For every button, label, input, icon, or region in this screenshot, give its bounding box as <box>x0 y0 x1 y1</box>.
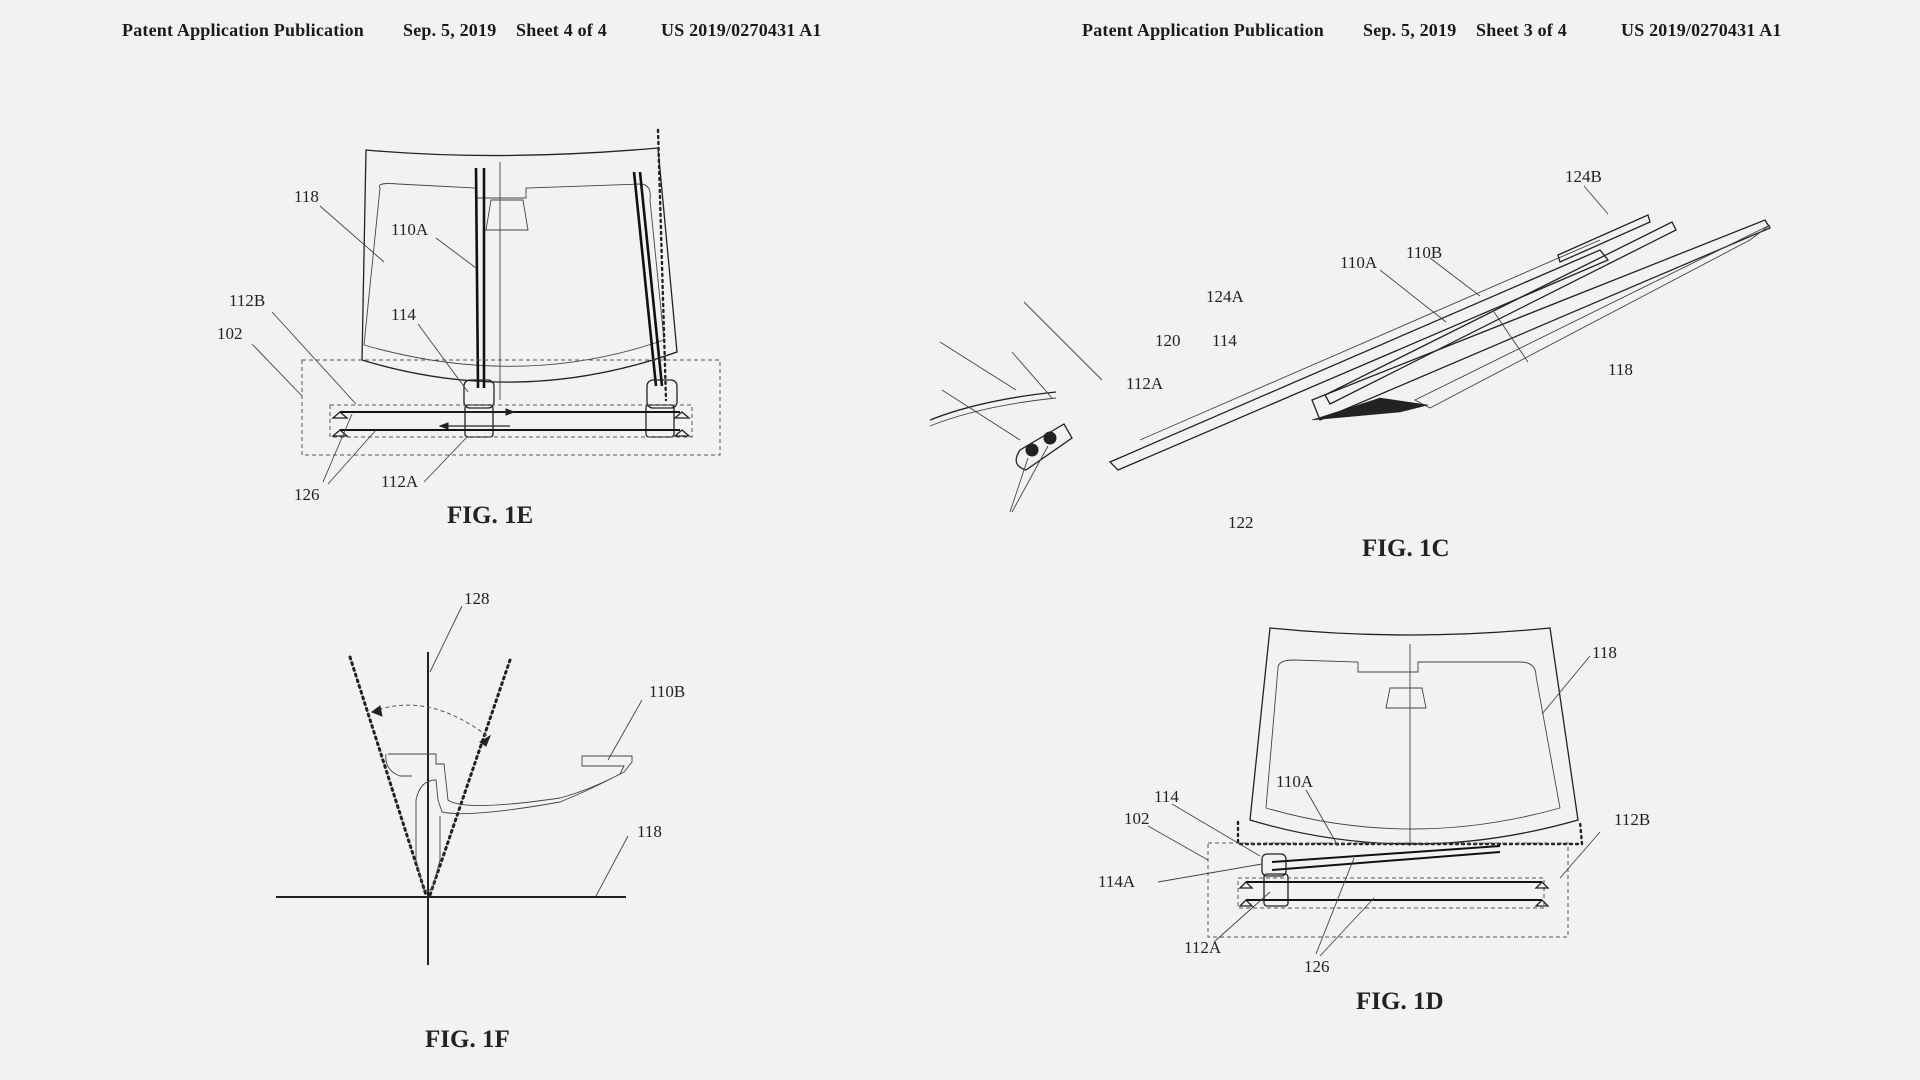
publication-title: Patent Application Publication <box>1082 20 1325 40</box>
caption-fig-1f: FIG. 1F <box>425 1026 510 1053</box>
windshield-outline <box>361 147 678 383</box>
ref-112b-d: 112B <box>1614 810 1650 829</box>
pivot-114-c <box>1015 423 1073 471</box>
ref-126-d: 126 <box>1304 957 1330 976</box>
wiper-arm-right <box>632 171 664 387</box>
carrier-112b <box>645 404 675 438</box>
publication-date: Sep. 5, 2019 <box>1363 20 1457 40</box>
caption-fig-1c: FIG. 1C <box>1362 535 1450 562</box>
wiper-profile-110b <box>388 753 633 891</box>
carrier-112a <box>464 404 494 438</box>
ref-114-c: 114 <box>1212 331 1237 350</box>
ref-114: 114 <box>391 305 416 324</box>
frame-102 <box>301 359 721 456</box>
ref-110a: 110A <box>391 220 429 239</box>
pivot-114a <box>1261 853 1287 877</box>
wiper-arm-110a-d <box>1271 845 1501 871</box>
sheet-number: Sheet 3 of 4 <box>1476 20 1567 40</box>
windshield-outline-d <box>1249 627 1579 845</box>
pivot-right <box>646 379 678 409</box>
fastener-122-b <box>1043 431 1057 445</box>
ref-118-f: 118 <box>637 822 662 841</box>
publication-date: Sep. 5, 2019 <box>403 20 497 40</box>
ref-112b: 112B <box>229 291 265 310</box>
ref-124b: 124B <box>1565 167 1602 186</box>
publication-title: Patent Application Publication <box>122 20 365 40</box>
ref-102-d: 102 <box>1124 809 1150 828</box>
ref-110b-c: 110B <box>1406 243 1442 262</box>
patent-number: US 2019/0270431 A1 <box>661 20 822 40</box>
windshield-edge-118 <box>1311 219 1771 421</box>
ref-112a-c: 112A <box>1126 374 1164 393</box>
figure-1f: 128 110B 118 FIG. 1F <box>276 589 685 1053</box>
ref-114-d: 114 <box>1154 787 1179 806</box>
patent-sheet-4: Patent Application Publication Sep. 5, 2… <box>122 20 822 1053</box>
ref-120: 120 <box>1155 331 1181 350</box>
ref-110b: 110B <box>649 682 685 701</box>
figure-1c: path 124B 110A 110B 124A 120 114 112A 11… <box>929 167 1771 562</box>
ref-118-d: 118 <box>1592 643 1617 662</box>
ref-126: 126 <box>294 485 320 504</box>
patent-sheet-3: Patent Application Publication Sep. 5, 2… <box>929 0 1920 1080</box>
sheet-number: Sheet 4 of 4 <box>516 20 607 40</box>
frame-102-d <box>1207 842 1569 938</box>
caption-fig-1d: FIG. 1D <box>1356 988 1444 1015</box>
hose-120 <box>929 391 1057 421</box>
windshield-inner <box>363 183 665 367</box>
wiper-arm-110a <box>474 167 486 389</box>
ref-114a: 114A <box>1098 872 1136 891</box>
figure-1d: 118 110A 114 102 112B 114A 112A 126 FIG.… <box>1098 627 1650 1015</box>
pivot-114 <box>463 379 495 409</box>
ref-118: 118 <box>294 187 319 206</box>
ref-118-c: 118 <box>1608 360 1633 379</box>
ref-128: 128 <box>464 589 490 608</box>
mirror-mount <box>485 199 529 231</box>
ref-112a: 112A <box>381 472 419 491</box>
arm-110a <box>1108 249 1610 471</box>
ref-102: 102 <box>217 324 243 343</box>
ref-122: 122 <box>1228 513 1254 532</box>
carrier-112a-d <box>1263 873 1289 907</box>
caption-fig-1e: FIG. 1E <box>447 502 533 529</box>
ref-110a-c: 110A <box>1340 253 1378 272</box>
fastener-122-a <box>1025 443 1039 457</box>
blade-110b <box>1324 221 1677 405</box>
ref-110a-d: 110A <box>1276 772 1314 791</box>
figure-1e: 118 110A 112B 102 114 126 112A FIG. 1E <box>217 128 721 529</box>
patent-number: US 2019/0270431 A1 <box>1621 20 1782 40</box>
ref-124a: 124A <box>1206 287 1245 306</box>
ref-112a-d: 112A <box>1184 938 1222 957</box>
